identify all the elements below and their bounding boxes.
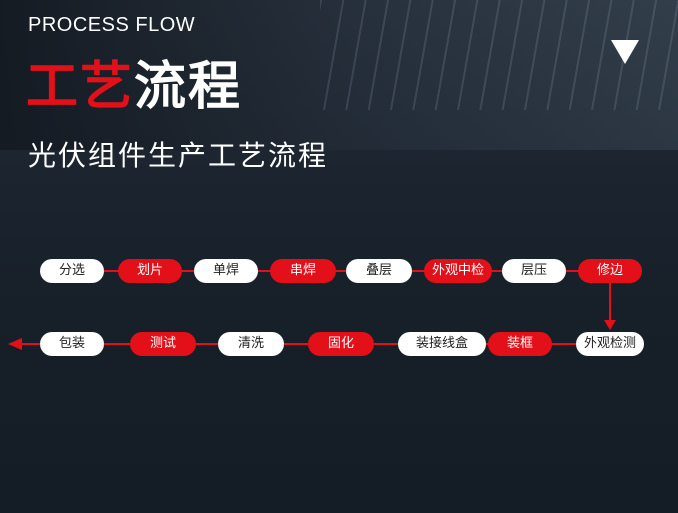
left-arrow-icon (8, 338, 22, 350)
scroll-down-icon[interactable] (611, 40, 639, 64)
flow-step: 层压 (502, 259, 566, 283)
eyebrow-text: PROCESS FLOW (28, 14, 196, 36)
flow-step: 修边 (578, 259, 642, 283)
title-red-part: 工艺 (26, 57, 135, 117)
flow-step: 划片 (118, 259, 182, 283)
page-title: 工艺流程 (26, 44, 242, 119)
flow-step: 外观中检 (424, 259, 492, 283)
flow-step: 清洗 (218, 332, 284, 356)
flow-step: 串焊 (270, 259, 336, 283)
title-white-part: 流程 (134, 57, 243, 117)
flow-step: 装接线盒 (398, 332, 486, 356)
flow-step: 固化 (308, 332, 374, 356)
down-arrow-icon (604, 320, 616, 330)
flow-step: 外观检测 (576, 332, 644, 356)
flow-step: 装框 (488, 332, 552, 356)
flow-step: 测试 (130, 332, 196, 356)
flow-step: 单焊 (194, 259, 258, 283)
flow-step: 包装 (40, 332, 104, 356)
flow-step: 叠层 (346, 259, 412, 283)
page-subtitle: 光伏组件生产工艺流程 (28, 139, 329, 172)
flow-step: 分选 (40, 259, 104, 283)
header-background (0, 0, 678, 150)
